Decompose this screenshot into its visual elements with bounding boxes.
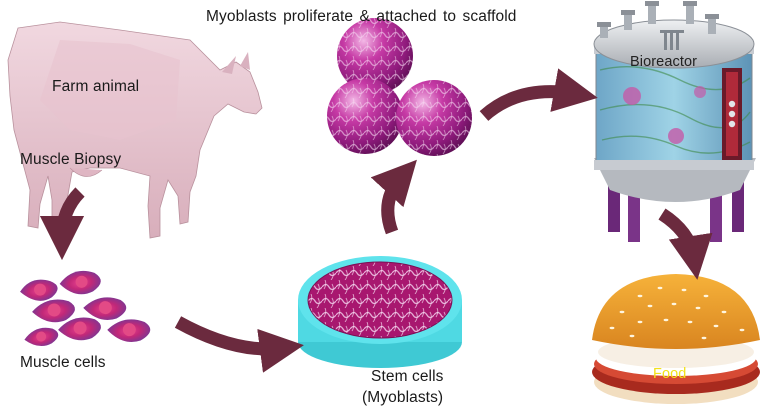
label-farm-animal: Farm animal: [52, 78, 140, 95]
arrow-dish-to-spheres: [370, 159, 417, 235]
arrow-biopsy-to-cells: [39, 187, 85, 261]
petri-dish-illustration: [298, 256, 462, 368]
muscle-cells-illustration: [20, 270, 151, 347]
diagram-title: Myoblasts proliferate & attached to scaf…: [206, 8, 517, 25]
label-myoblasts: (Myoblasts): [362, 389, 444, 406]
label-muscle-biopsy: Muscle Biopsy: [20, 151, 122, 168]
arrow-spheres-to-reactor: [479, 68, 598, 121]
burger-illustration: [592, 274, 760, 404]
myoblast-spheres-illustration: [327, 18, 472, 156]
flow-arrows: [39, 68, 713, 373]
label-food: Food: [653, 366, 687, 382]
arrow-reactor-to-food: [658, 208, 713, 280]
label-stem-cells: Stem cells: [371, 368, 444, 385]
cow-illustration: [7, 21, 263, 239]
bioreactor-illustration: [593, 1, 756, 242]
label-muscle-cells: Muscle cells: [20, 354, 106, 371]
arrow-cells-to-dish: [174, 316, 304, 373]
label-bioreactor: Bioreactor: [630, 54, 698, 70]
